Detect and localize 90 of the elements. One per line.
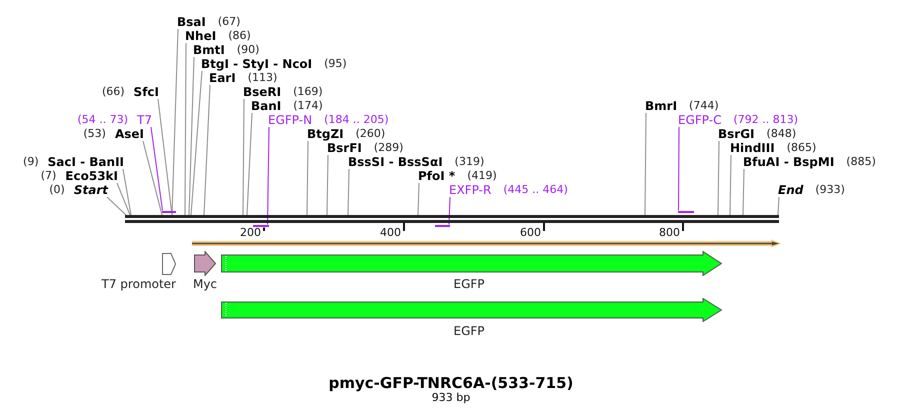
feature-label: Myc	[192, 277, 218, 291]
leader-line	[267, 126, 270, 225]
primer-range: (54 .. 73)	[77, 113, 128, 127]
enzyme-name: BtgZI	[307, 127, 344, 141]
cut-position: (319)	[454, 155, 484, 169]
enzyme-name: BsaI	[177, 15, 206, 29]
leader-line	[242, 98, 244, 216]
enzyme-name: HindIII	[730, 141, 775, 155]
enzyme-name: SfcI	[134, 85, 159, 99]
primer-name: EXFP-R	[449, 183, 492, 197]
enzyme-name: BssSI - BssSαI	[348, 155, 443, 169]
primer-mark	[435, 224, 450, 227]
end-label: End	[778, 183, 804, 197]
enzyme-name: BfuAI - BspMI	[743, 155, 834, 169]
leader-line	[190, 70, 202, 216]
enzyme-name: BtgI - StyI - NcoI	[201, 57, 312, 71]
enzyme-name: BanI	[251, 99, 282, 113]
leader-line	[158, 98, 172, 216]
cut-position: (174)	[293, 99, 323, 113]
cut-position: (9)	[23, 155, 39, 169]
cut-position: (113)	[248, 71, 278, 85]
enzyme-name: BmtI	[193, 43, 225, 57]
leader-line	[348, 168, 350, 216]
leader-line	[246, 112, 252, 216]
leader-line	[106, 196, 126, 216]
scale-label: 200	[240, 228, 261, 238]
map-title: pmyc-GFP-TNRC6A-(533-715)	[328, 374, 574, 392]
enzyme-name: NheI	[185, 29, 216, 43]
cut-position: (419)	[467, 169, 497, 183]
primer-name: EGFP-N	[268, 113, 312, 127]
end-position: (0)	[49, 183, 65, 197]
cut-position: (90)	[236, 43, 260, 57]
primer-range: (792 .. 813)	[733, 113, 798, 127]
leader-line	[184, 42, 186, 216]
enzyme-name: Eco53kI	[65, 169, 118, 183]
dna-backbone	[125, 215, 779, 223]
leader-line	[122, 168, 132, 216]
primer-range: (184 .. 205)	[324, 113, 389, 127]
cut-position: (260)	[356, 127, 386, 141]
leader-line	[678, 126, 680, 211]
leader-line	[306, 140, 308, 216]
primer-range: (445 .. 464)	[503, 183, 568, 197]
enzyme-name: PfoI *	[418, 169, 456, 183]
leader-line	[742, 168, 744, 216]
leader-line	[718, 140, 720, 216]
feature-label: EGFP	[453, 277, 485, 291]
enzyme-name: SacI - BanII	[48, 155, 124, 169]
leader-line	[150, 126, 163, 211]
leader-line	[188, 56, 194, 216]
cut-position: (67)	[218, 15, 240, 29]
leader-line	[448, 196, 450, 225]
scale-label: 400	[380, 228, 401, 238]
enzyme-name: BsrGI	[718, 127, 755, 141]
enzyme-name: BseRI	[243, 85, 282, 99]
cut-position: (169)	[293, 85, 323, 99]
sequence-length: 933 bp	[432, 391, 470, 405]
enzyme-name: BmrI	[645, 99, 678, 113]
cut-position: (848)	[766, 127, 796, 141]
cut-position: (7)	[40, 169, 56, 183]
leader-line	[644, 112, 646, 216]
cut-position: (53)	[83, 127, 106, 141]
enzyme-name: EarI	[209, 71, 236, 85]
scale-label: 800	[659, 228, 680, 238]
leader-line	[116, 182, 130, 216]
cut-position: (95)	[324, 57, 347, 71]
primer-mark	[253, 224, 268, 227]
feature-label: T7 promoter	[102, 277, 176, 291]
cut-position: (744)	[689, 99, 719, 113]
primer-mark	[162, 210, 176, 213]
leader-line	[204, 84, 210, 216]
leader-line	[730, 154, 732, 216]
leader-line	[326, 154, 328, 216]
cut-position: (289)	[374, 141, 404, 155]
cut-position: (86)	[228, 29, 251, 43]
primer-name: T7	[137, 113, 152, 127]
leader-line	[778, 196, 780, 216]
end-label: Start	[74, 183, 108, 197]
cut-position: (66)	[102, 85, 125, 99]
leader-line	[142, 140, 162, 216]
end-position: (933)	[815, 183, 845, 197]
enzyme-name: AseI	[114, 127, 144, 141]
cut-position: (885)	[846, 155, 876, 169]
leader-line	[418, 182, 420, 216]
cut-position: (865)	[786, 141, 816, 155]
enzyme-name: BsrFI	[327, 141, 362, 155]
primer-name: EGFP-C	[678, 113, 722, 127]
reading-frame-bar	[192, 239, 782, 248]
scale-label: 600	[520, 228, 541, 238]
feature-label: EGFP	[453, 324, 485, 338]
primer-mark	[678, 210, 694, 213]
